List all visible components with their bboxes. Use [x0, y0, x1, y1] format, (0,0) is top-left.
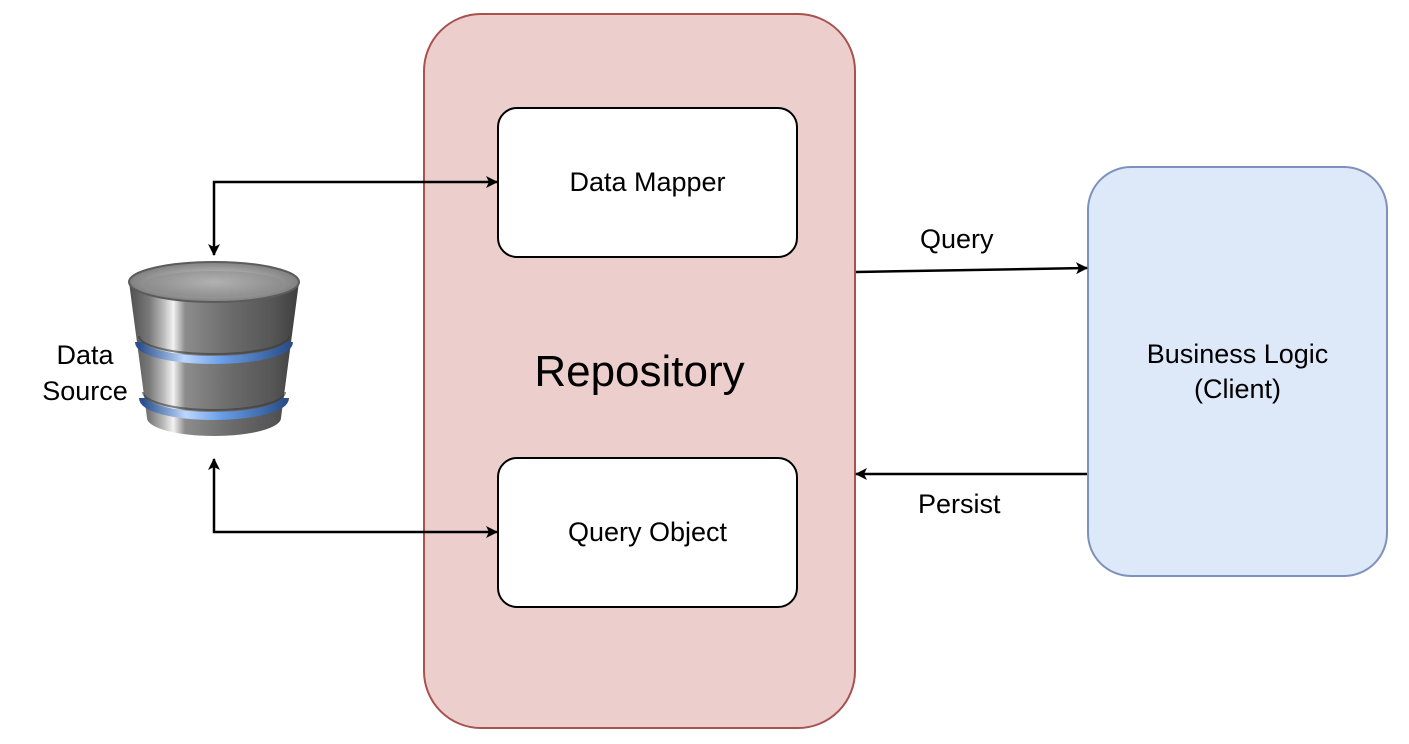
- persist-edge-label: Persist: [918, 489, 1001, 519]
- repository-label: Repository: [534, 347, 745, 396]
- data-mapper-box[interactable]: Data Mapper: [497, 107, 798, 258]
- data-source-label: Data Source: [20, 337, 150, 409]
- client-label: (Client): [1193, 373, 1281, 404]
- data-source-label-line1: Data: [56, 340, 114, 370]
- business-logic-box[interactable]: Business Logic (Client): [1087, 166, 1388, 577]
- data-source-label-line2: Source: [42, 376, 128, 406]
- query-edge-label: Query: [920, 224, 994, 254]
- query-object-box[interactable]: Query Object: [497, 457, 798, 608]
- query-arrow[interactable]: [855, 262, 1088, 275]
- business-logic-label: Business Logic: [1146, 338, 1329, 369]
- data-mapper-connector[interactable]: [208, 176, 498, 256]
- query-object-connector[interactable]: [208, 458, 498, 538]
- query-object-label: Query Object: [567, 517, 728, 547]
- database-icon[interactable]: [127, 258, 301, 456]
- data-mapper-label: Data Mapper: [569, 167, 726, 197]
